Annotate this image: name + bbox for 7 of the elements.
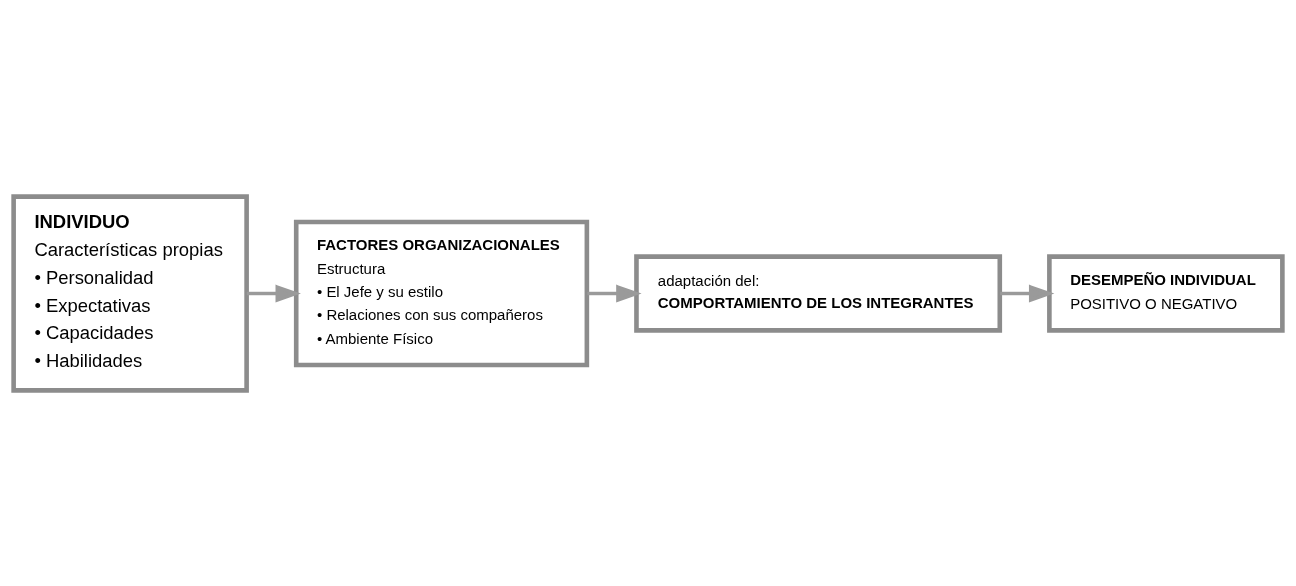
- node-box: DESEMPEÑO INDIVIDUAL POSITIVO O NEGATIVO: [1047, 253, 1285, 333]
- arrow: [587, 284, 642, 302]
- node-box: adaptación del: COMPORTAMIENTO DE LOS INTEGRANTES: [634, 253, 1003, 333]
- node-box: INDIVIDUO Características propias • Personalidad • Expectativas • Capacidades • Habilidades: [11, 193, 249, 393]
- arrow: [1000, 284, 1055, 302]
- node-box: FACTORES ORGANIZACIONALES Estructura • El Jefe y su estilo • Relaciones con sus compañeros • Ambiente Físico: [293, 219, 590, 367]
- arrow: [246, 284, 301, 302]
